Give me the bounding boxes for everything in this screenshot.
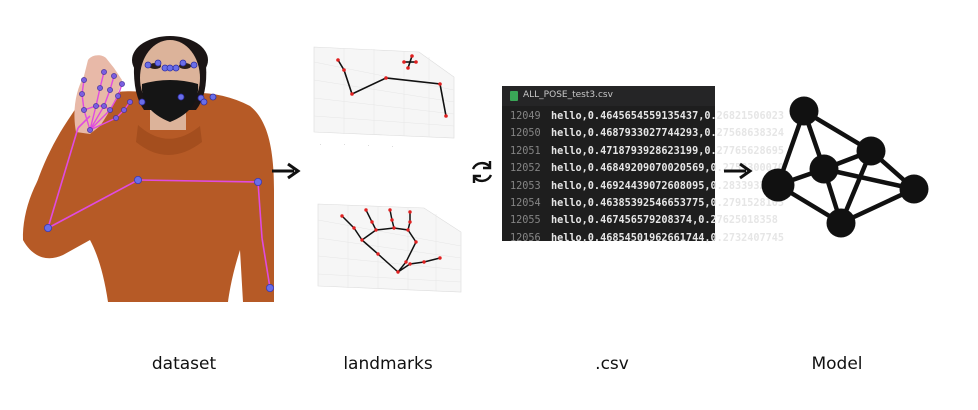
line-text: hello,0.46924439072608095,0.2833932042 <box>551 180 785 192</box>
svg-text:·: · <box>368 144 369 148</box>
right-arrow-icon <box>272 162 301 180</box>
line-number: 12049 <box>510 111 541 122</box>
csv-filename: ALL_POSE_test3.csv <box>523 90 613 100</box>
line-number: 12054 <box>510 197 541 209</box>
csv-row: 12055 hello,0.467456579208374,0.27625018… <box>502 212 778 229</box>
line-number: 12052 <box>510 163 541 175</box>
neural-network-icon <box>761 96 929 238</box>
line-number: 12055 <box>510 215 541 227</box>
line-number: 12056 <box>510 232 541 244</box>
csv-file-icon <box>510 91 518 101</box>
csv-row: 12054 hello,0.46385392546653775,0.279152… <box>502 195 784 212</box>
csv-preview: ALL_POSE_test3.csv 12049 hello,0.4645654… <box>502 86 784 244</box>
csv-row: 12056 hello,0.46854501962661744,0.273240… <box>502 230 784 247</box>
line-text: hello,0.4718793928623199,0.27765628695 <box>551 145 785 157</box>
svg-text:·: · <box>320 143 321 147</box>
line-text: hello,0.467456579208374,0.27625018358 <box>551 215 778 227</box>
csv-row: 12050 hello,0.4687933027744293,0.2756863… <box>502 125 784 142</box>
csv-file-tab[interactable]: ALL_POSE_test3.csv <box>502 86 715 106</box>
dataset-image <box>22 36 274 302</box>
right-arrow-icon <box>724 162 753 180</box>
pose-landmark-plot: · · · · <box>304 42 458 156</box>
csv-lines: 12049 hello,0.4645654559135437,0.2682150… <box>502 108 784 247</box>
line-text: hello,0.46385392546653775,0.2791528105 <box>551 197 785 209</box>
line-number: 12050 <box>510 128 541 140</box>
label-model: Model <box>811 354 863 374</box>
line-number: 12053 <box>510 180 541 192</box>
line-text: hello,0.4645654559135437,0.26821506023 <box>551 111 785 122</box>
label-dataset: dataset <box>151 354 217 374</box>
label-csv: .csv <box>595 354 629 374</box>
label-landmarks: landmarks <box>343 354 433 374</box>
hand-landmark-plot <box>306 200 464 308</box>
line-text: hello,0.46849209070020569,0.2753300070 <box>551 163 785 175</box>
csv-row: 12051 hello,0.4718793928623199,0.2776562… <box>502 143 784 160</box>
svg-text:·: · <box>344 143 345 147</box>
sync-icon <box>471 161 493 183</box>
line-text: hello,0.46854501962661744,0.2732407745 <box>551 232 785 244</box>
line-text: hello,0.4687933027744293,0.27568638324 <box>551 128 785 140</box>
line-number: 12051 <box>510 145 541 157</box>
csv-row: 12052 hello,0.46849209070020569,0.275330… <box>502 160 784 177</box>
svg-text:·: · <box>392 145 393 149</box>
csv-row: 12049 hello,0.4645654559135437,0.2682150… <box>502 108 784 125</box>
csv-row: 12053 hello,0.46924439072608095,0.283393… <box>502 178 784 195</box>
